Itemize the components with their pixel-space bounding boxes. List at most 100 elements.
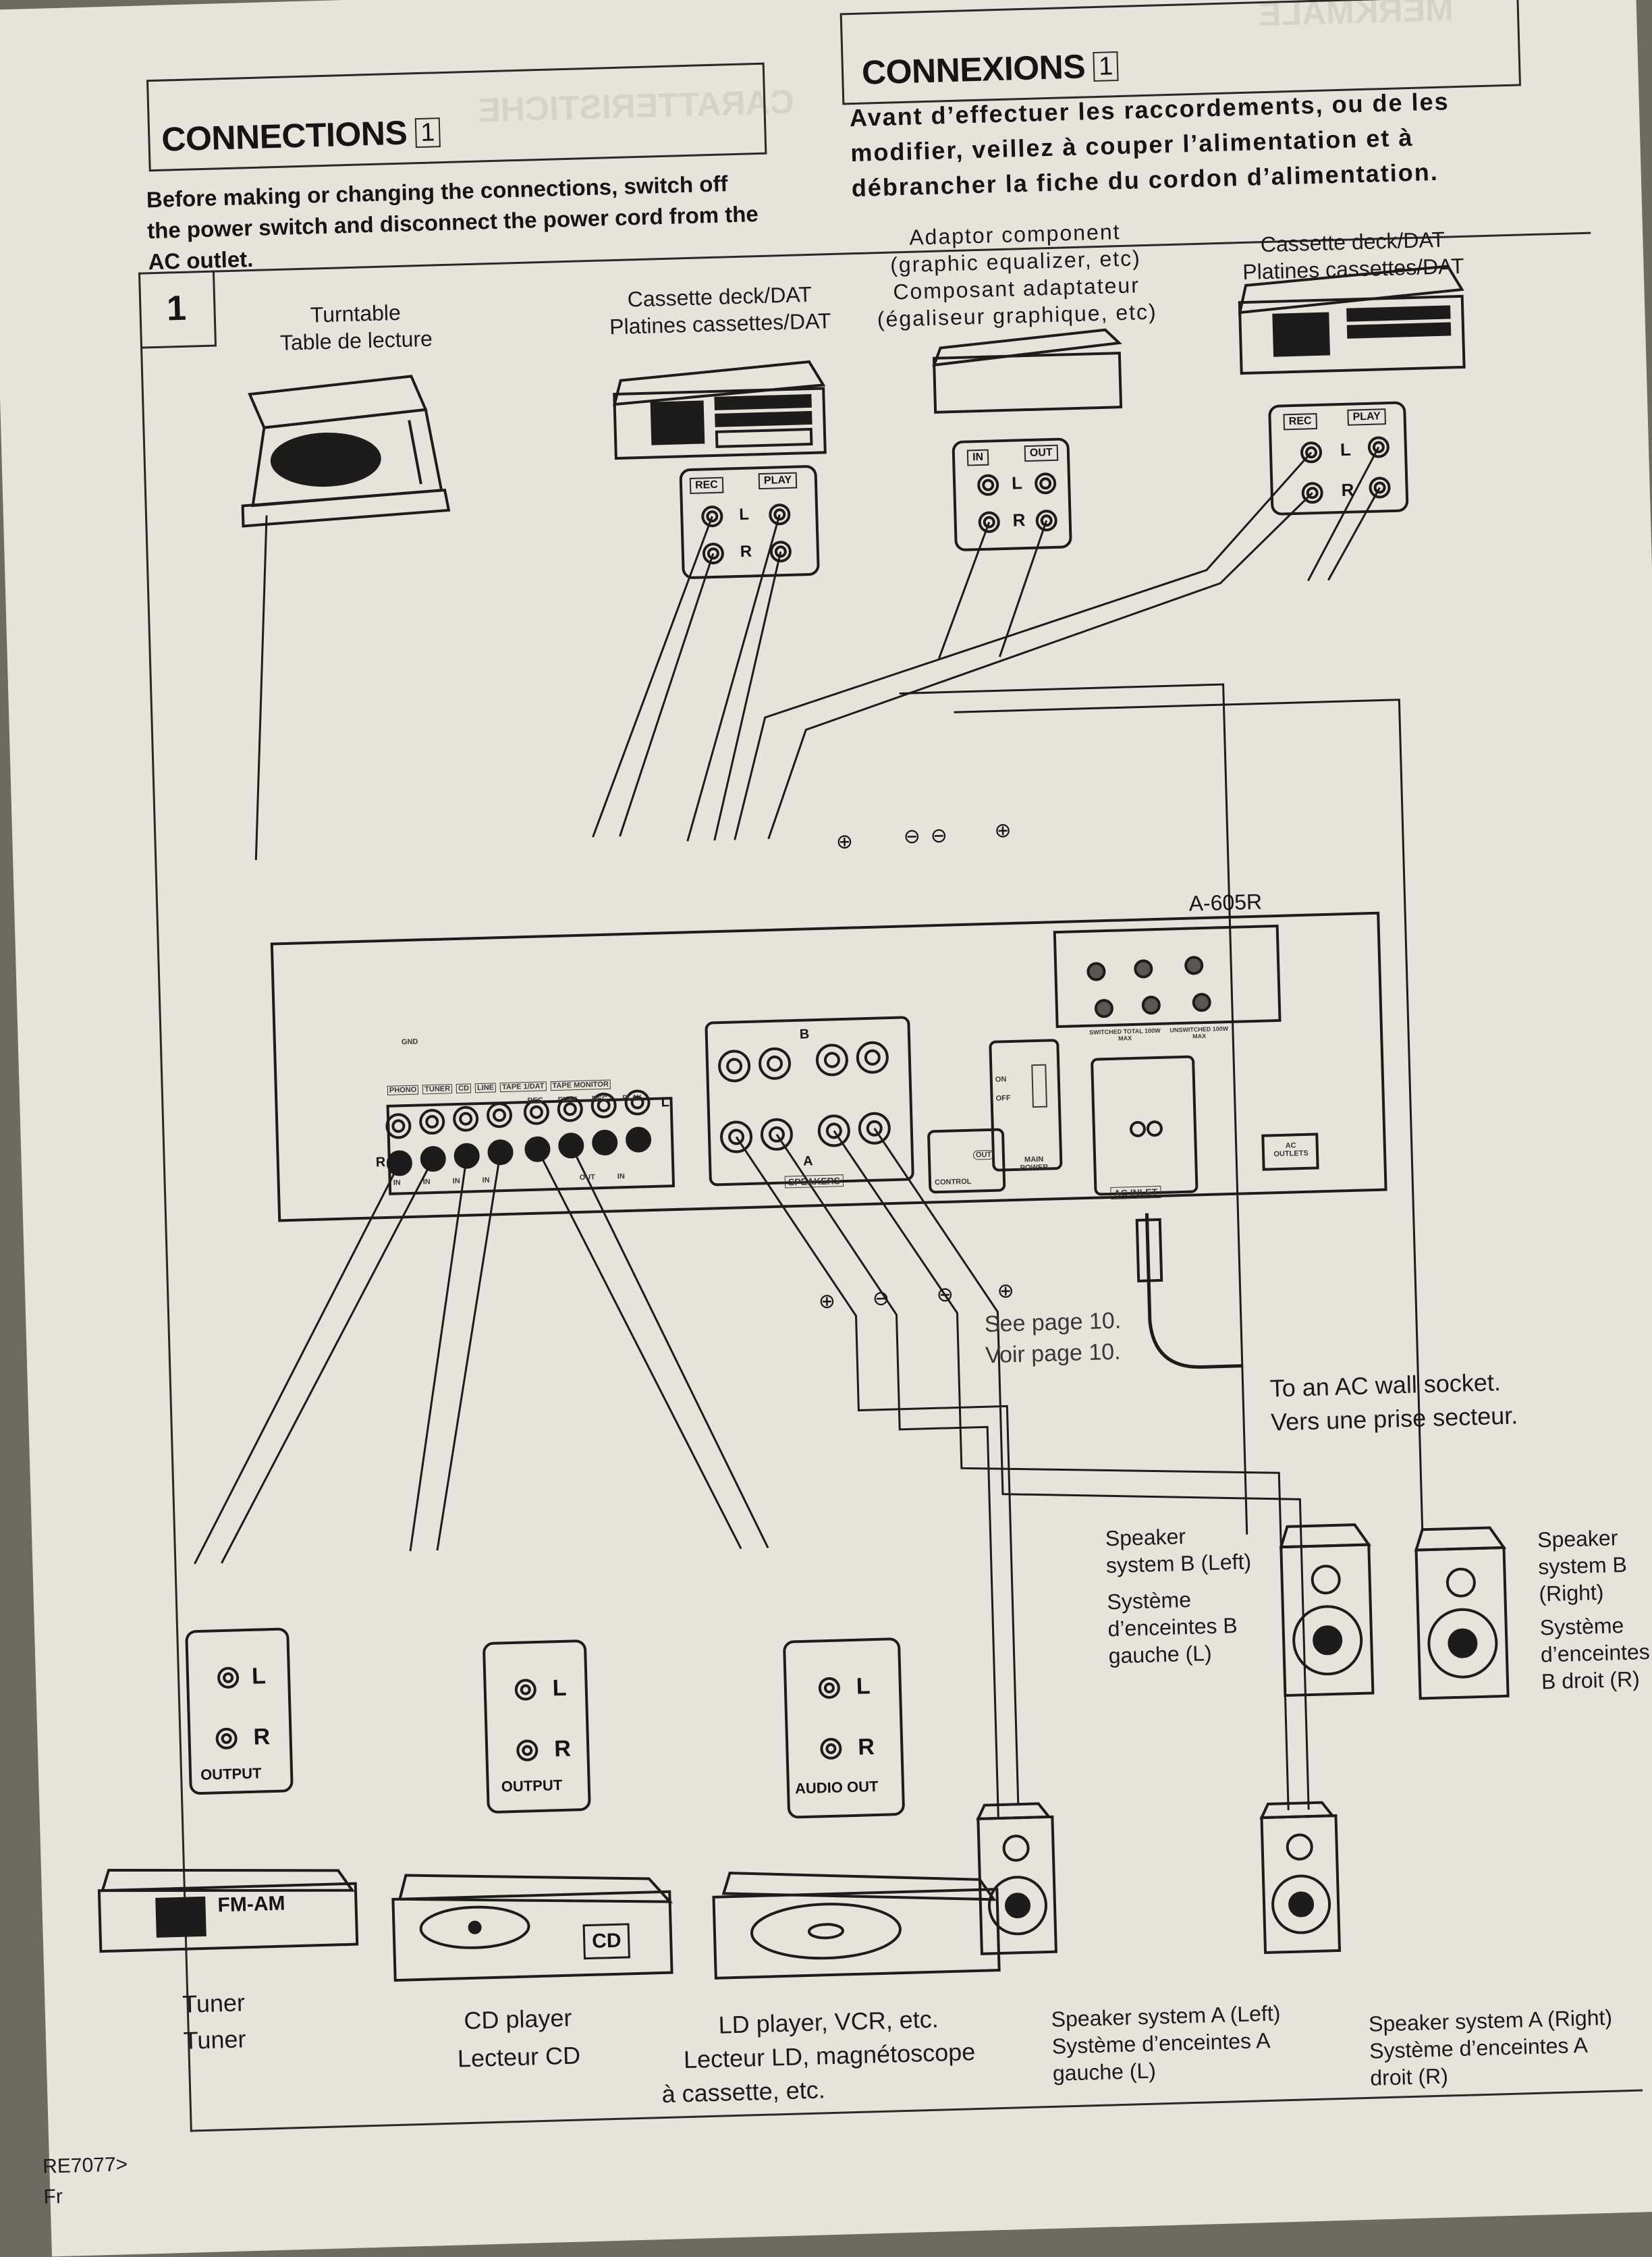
ac-outlets-label: AC OUTLETS [1273,1141,1309,1159]
ac-inlet-label: AC INLET [1110,1185,1161,1199]
line-in-label: IN [482,1176,490,1185]
ld-jack-l: L [856,1673,871,1699]
ld-player-label: LD player, VCR, etc. Lecteur LD, magnéto… [653,2001,1006,2111]
equalizer-jack-panel [952,437,1072,551]
input-label-cd: CD [456,1083,472,1094]
speaker-b-left-icon [1279,1523,1375,1697]
monitor-rec-label: REC [591,1094,608,1104]
ac-wall-socket-note-fr: Vers une prise secteur. [1270,1401,1518,1436]
ac-wall-socket-note: To an AC wall socket. Vers une prise sec… [1269,1365,1518,1439]
tuner-display-text: FM-AM [217,1892,285,1917]
speaker-a-left-icon [976,1802,1057,1955]
speaker-a-left-label: Speaker system A (Left) Système d’encein… [1051,1999,1282,2086]
polarity-minus-icon: ⊖ [872,1287,890,1310]
speaker-group-b-label: B [799,1027,810,1042]
speaker-b-right-label-fr-3: B droit (R) [1541,1666,1641,1694]
cassette-deck-left-icon [613,360,827,460]
cassette-right-play-label: PLAY [1347,408,1387,426]
equalizer-r-label: R [1012,510,1026,531]
monitor-play-label: PLAY [622,1093,642,1103]
speaker-b-right-label-fr-1: Système [1539,1613,1624,1640]
polarity-plus-icon: ⊕ [818,1290,836,1313]
see-page-note: See page 10. Voir page 10. [984,1305,1122,1371]
polarity-minus-icon: ⊖ [930,824,948,848]
equalizer-out-label: OUT [1024,444,1059,462]
input-label-tape-monitor: TAPE MONITOR [550,1079,611,1091]
speaker-b-right-label-en-1: Speaker [1537,1525,1618,1552]
tuner-jack-l: L [251,1663,267,1689]
speaker-b-left-label-en-2: system B (Left) [1105,1549,1252,1578]
monitor-out-label: OUT [579,1173,596,1182]
speaker-b-left-label-en-1: Speaker [1105,1524,1186,1551]
cassette-left-jack-panel [679,465,820,579]
cassette-left-l-label: L [738,505,750,524]
power-plug-icon [1135,1218,1163,1282]
cassette-right-rec-label: REC [1283,413,1317,431]
see-page-note-en: See page 10. [984,1307,1122,1338]
speaker-terminals [718,1041,891,1153]
polarity-plus-icon: ⊕ [835,830,854,854]
phono-in-label: IN [393,1178,401,1187]
input-label-tuner: TUNER [422,1084,453,1095]
speakers-label: SPEAKERS [784,1174,844,1189]
polarity-minus-icon: ⊖ [936,1283,954,1307]
panel-channel-l: L [661,1095,670,1110]
tape1-play-label: PLAY [557,1095,578,1104]
unswitched-outlets-label: UNSWITCHED 100W MAX [1169,1025,1229,1040]
speaker-a-right-icon [1259,1801,1342,1955]
speaker-b-right-label-en-2: system B [1537,1552,1628,1579]
cd-jack-l: L [552,1675,568,1702]
equalizer-in-label: IN [966,449,989,466]
cd-display-text: CD [582,1923,631,1960]
speaker-b-left-label: Speaker system B (Left) Système d’encein… [1105,1521,1254,1669]
tuner-jack-r: R [253,1724,271,1750]
power-cord [1145,1213,1242,1369]
model-name: A-605R [1188,889,1263,916]
ac-inlet-socket [1129,1120,1146,1137]
cassette-right-r-label: R [1341,479,1354,501]
tuner-jack-panel [185,1627,294,1795]
polarity-minus-icon: ⊖ [903,825,921,848]
power-switch-on-label: ON [995,1075,1007,1084]
polarity-plus-icon: ⊕ [997,1280,1015,1303]
cassette-left-play-label: PLAY [758,472,798,490]
speaker-a-right-label: Speaker system A (Right) Système d’encei… [1369,2004,1614,2092]
tuner-icon [97,1868,359,1953]
ld-player-icon [712,1872,1001,1980]
input-label-phono: PHONO [387,1085,419,1095]
cd-in-label: IN [452,1176,460,1186]
signal-cables-bottom [194,683,1424,1819]
graphic-equalizer-icon [932,328,1123,414]
cd-jack-r: R [553,1735,572,1762]
footer-code: RE7077> [42,2153,128,2178]
tape1-rec-label: REC [527,1096,543,1106]
speaker-b-left-label-fr-1: Système [1106,1587,1192,1614]
footer-language: Fr [43,2185,63,2208]
tuner-in-label: IN [422,1178,431,1187]
panel-channel-r: R [375,1154,386,1170]
tuner-label-en: Tuner [182,1988,246,2018]
control-label: CONTROL [934,1177,972,1187]
gnd-label: GND [401,1037,418,1047]
speaker-b-right-icon [1414,1526,1510,1700]
control-out-label: OUT [972,1149,995,1160]
cassette-left-r-label: R [740,542,752,561]
main-power-switch[interactable] [1031,1064,1047,1108]
cd-jack-panel [483,1639,591,1814]
cassette-left-rec-label: REC [689,477,724,494]
see-page-note-fr: Voir page 10. [985,1338,1122,1369]
speaker-b-left-label-fr-2: d’enceintes B [1107,1613,1238,1641]
ld-jack-r: R [857,1734,875,1760]
cd-player-label-en: CD player [463,2003,572,2035]
tuner-output-label: OUTPUT [200,1764,262,1783]
switched-outlets-label: SWITCHED TOTAL 100W MAX [1089,1027,1161,1042]
ld-audio-out-label: AUDIO OUT [794,1777,879,1797]
polarity-plus-icon: ⊕ [994,819,1012,842]
speaker-b-left-label-fr-3: gauche (L) [1108,1641,1213,1668]
signal-cables-top [254,446,1381,861]
amplifier-rear-panel [270,911,1387,1222]
power-switch-off-label: OFF [995,1094,1011,1103]
cassette-deck-right-icon [1238,265,1466,375]
